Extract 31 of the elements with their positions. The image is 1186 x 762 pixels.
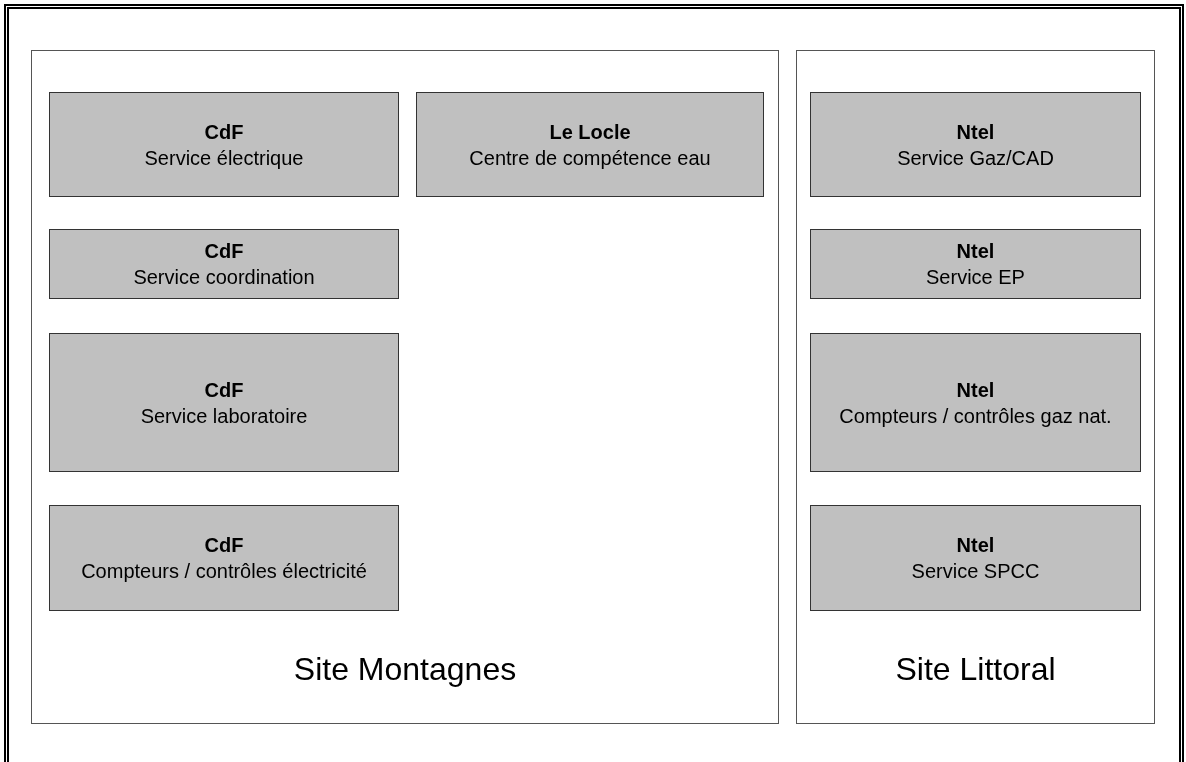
service-text: Service laboratoire [140,403,308,429]
service-text: Compteurs / contrôles gaz nat. [839,403,1112,429]
service-text: Service Gaz/CAD [897,145,1054,171]
service-box [416,92,764,197]
service-box [49,92,399,197]
service-heading: CdF [204,119,244,145]
site-title: Site Montagnes [292,650,518,689]
site-title: Site Littoral [894,650,1057,689]
service-heading: Ntel [956,239,995,264]
service-heading: CdF [204,533,244,558]
service-text: Service électrique [144,145,304,171]
service-heading: Ntel [956,377,995,403]
site-panel [796,50,1155,724]
service-heading: Ntel [956,533,995,558]
service-heading: Ntel [956,119,995,145]
service-text: Centre de compétence eau [469,145,711,171]
service-heading: CdF [204,377,244,403]
service-box [49,229,399,299]
service-box [810,229,1141,299]
site-panel [31,50,779,724]
service-heading: CdF [204,239,244,264]
service-box [810,505,1141,611]
service-box [49,333,399,472]
service-text: Compteurs / contrôles électricité [81,559,367,584]
service-text: Service SPCC [911,559,1040,584]
service-heading: Le Locle [549,119,631,145]
service-box [810,333,1141,472]
service-box [810,92,1141,197]
service-text: Service coordination [133,265,315,290]
service-text: Service EP [926,265,1025,290]
service-box [49,505,399,611]
